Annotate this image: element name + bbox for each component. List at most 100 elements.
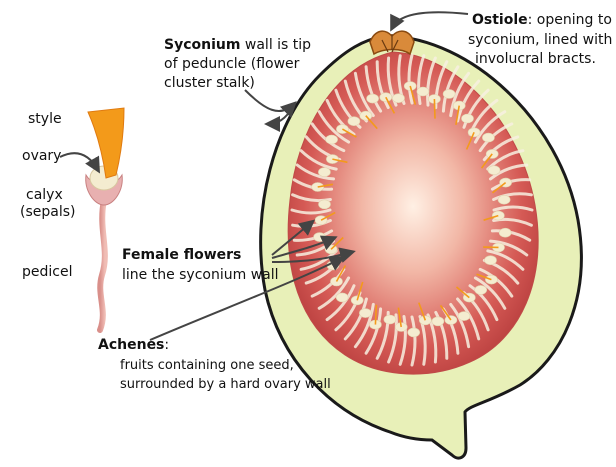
ostiole-arrow (390, 11, 469, 32)
achene (487, 165, 501, 175)
achene (347, 116, 361, 126)
style-label: style (28, 111, 62, 127)
achene (474, 285, 488, 295)
flower-stalk (492, 205, 534, 212)
female-arrow-2 (271, 235, 338, 259)
flower-stalk (364, 65, 383, 113)
female-flower-style (483, 214, 499, 221)
flower-stalk (398, 315, 407, 366)
flower-stalk (462, 88, 490, 129)
female-flower-style (455, 286, 470, 299)
flower-stalk (317, 110, 351, 144)
syconium-label: Syconium wall is tip (164, 36, 311, 54)
female-flower-style (480, 153, 493, 169)
achene (392, 93, 405, 103)
female-flower-style (439, 304, 452, 321)
flower-stalk (434, 310, 449, 360)
pedicel-stalk (97, 197, 108, 333)
flower-stalk (478, 267, 514, 298)
achenes-arrow (149, 256, 346, 341)
achene (383, 314, 397, 325)
female-flower-style (332, 158, 348, 164)
flower-stalk (486, 249, 525, 271)
flower-stalk (353, 302, 375, 349)
flower-stalk (441, 65, 460, 113)
sepals-label: (sepals) (20, 204, 76, 220)
flower-stalk (410, 315, 417, 367)
flower-stalk (473, 276, 507, 310)
achene (325, 134, 338, 145)
achene (318, 199, 331, 210)
ovary-arrow (59, 152, 100, 174)
female-flower-style (418, 302, 427, 321)
ovary-label: ovary (22, 148, 62, 164)
ostiole-label: Ostiole: opening to (472, 11, 612, 29)
flower-stalk (449, 71, 471, 118)
female-flower-styles (317, 85, 507, 328)
female-flower-style (320, 211, 336, 221)
flower-stalk (490, 229, 532, 242)
achene (431, 316, 445, 327)
achenes-label: Achenes: (98, 336, 169, 354)
flower-stalk (407, 53, 414, 105)
flower-stalk (492, 192, 533, 201)
ostiole-structure (369, 30, 415, 56)
flower-stalk (317, 276, 351, 310)
syconium-arrow-back (264, 107, 293, 132)
achene (318, 167, 331, 177)
female-flowers-label: Female flowers (122, 247, 242, 263)
flower-stalk (292, 229, 334, 242)
flower-stalk (375, 60, 390, 110)
syconium-line1: wall is tip (240, 37, 312, 53)
flower-stalk (364, 307, 383, 355)
flower-stalk (426, 56, 437, 107)
female-flower-style (385, 96, 396, 114)
achene (484, 255, 497, 266)
flower-stalk (478, 122, 514, 153)
flower-stalk (489, 163, 529, 181)
achene (461, 113, 474, 124)
achene (497, 194, 511, 205)
flower-stalk (489, 239, 529, 257)
achene (442, 89, 456, 99)
achene (366, 93, 379, 104)
syconium-line2: of peduncle (flower (164, 56, 300, 72)
pedicel-label: pedicel (22, 264, 73, 280)
achenes-term: Achenes (98, 337, 165, 353)
ostiole-term: Ostiole (472, 12, 528, 28)
pointer-arrows (59, 11, 469, 341)
flower-stalk (325, 284, 356, 322)
achene (313, 232, 326, 242)
flower-stalk (387, 313, 398, 364)
female-flower-style (342, 128, 357, 138)
flower-stalk (456, 297, 481, 341)
female-flower-style (465, 131, 475, 150)
achene (457, 311, 471, 321)
achenes-line2: fruits containing one seed, (120, 358, 294, 373)
flower-stalk (449, 302, 471, 349)
ostiole-line2: syconium, lined with (468, 32, 613, 48)
flower-stalk (473, 110, 507, 144)
female-flowers-line2: line the syconium wall (122, 267, 279, 283)
achene (416, 86, 430, 97)
achenes-line3: surrounded by a hard ovary wall (120, 377, 331, 392)
flower-stalk (456, 79, 481, 123)
achene (482, 132, 495, 143)
flower-stalk (482, 135, 520, 162)
female-flower-style (365, 115, 378, 130)
female-flower-style (374, 304, 378, 325)
flower-stalk (290, 208, 332, 215)
female-arrow-1 (271, 219, 316, 256)
female-flower-style (409, 85, 417, 105)
female-flower-style (476, 273, 492, 281)
single-flower-illustration (85, 107, 125, 333)
female-flower-style (356, 281, 364, 301)
flower-stalk (353, 71, 375, 118)
achene (498, 227, 512, 238)
flower-stalk (468, 284, 499, 322)
achene (359, 308, 372, 318)
female-arrow-3 (271, 247, 356, 263)
flower-stalk (299, 149, 338, 171)
flower-stalk (343, 297, 368, 341)
